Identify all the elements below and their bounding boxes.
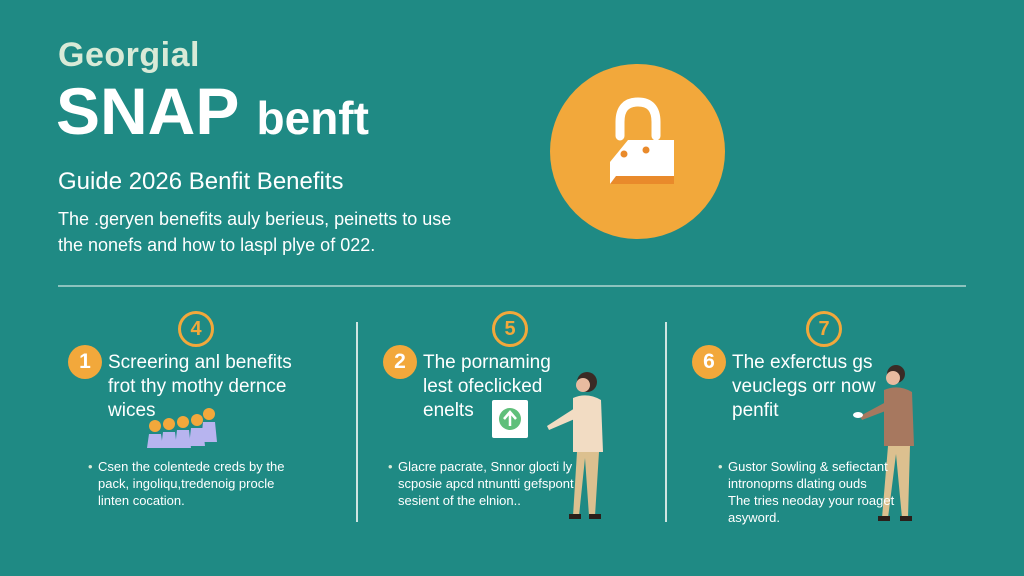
column-1-bullet-line: pack, ingoliqu,tredenoig procle [98,476,275,491]
column-1-number: 4 [178,311,214,347]
subtitle: Guide 2026 Benfit Benefits [58,168,344,195]
column-3-bullet-line: intronoprns dlating ouds [728,476,867,491]
column-2-badge: 2 [383,345,417,379]
hero-circle [550,64,725,239]
people-group-icon [145,404,225,455]
column-1-bullet: • Csen the colentede creds by the pack, i… [88,458,284,509]
column-2-title-line: lest ofeclicked [423,376,543,397]
padlock-tag-icon [610,97,674,184]
intro-line-1: The .geryen benefits auly berieus, peine… [58,209,452,229]
page-title: SNAP benft [56,78,369,144]
column-1-bullet-line: Csen the colentede creds by the [98,459,285,474]
eyebrow-title: Georgial [58,36,200,74]
column-3-number: 7 [806,311,842,347]
recycle-symbol [499,408,521,430]
column-2-number: 5 [492,311,528,347]
title-tail: benft [256,92,369,144]
column-1-title-line: Screering anl benefits [108,352,292,373]
column-1-title-line: wices [108,400,156,421]
column-2-bullet-line: scposie apcd ntnuntti gefspont [398,476,574,491]
person-illustration-2 [852,362,922,533]
column-3-bullet-line: The tries neoday your roaget [728,493,895,508]
column-3-bullet-line: asyword. [728,510,781,525]
column-2-bullet: • Glacre pacrate, Snnor glocti ly scposie… [388,458,574,509]
column-3-title-line: The exferctus gs [732,352,873,373]
column-3-title: The exferctus gs veuclegs orr now penfit [732,351,876,423]
recycle-card-icon [492,400,528,438]
column-2-bullet-line: Glacre pacrate, Snnor glocti ly [398,459,573,474]
column-divider-2 [665,322,667,522]
column-3-bullet-line: Gustor Sowling & sefiectant [728,459,888,474]
intro-line-2: the nonefs and how to laspl plye of 022. [58,235,376,255]
column-3-title-line: veuclegs orr now [732,376,876,397]
column-2-bullet-line: sesient of the elnion.. [398,493,521,508]
column-1-title: Screering anl benefits frot thy mothy de… [108,351,292,423]
column-2-title-line: The pornaming [423,352,551,373]
column-divider-1 [356,322,358,522]
column-3-title-line: penfit [732,400,779,421]
title-main: SNAP [56,74,239,148]
column-3-badge: 6 [692,345,726,379]
intro-text: The .geryen benefits auly berieus, peine… [58,206,498,258]
bullet-dot-icon: • [88,459,93,474]
section-divider [58,285,966,287]
column-1-bullet-line: linten cocation. [98,493,185,508]
person-illustration-1 [545,368,615,529]
bullet-dot-icon: • [718,459,723,474]
column-2-title-line: enelts [423,400,474,421]
people-group-illustration [147,408,217,448]
bullet-dot-icon: • [388,459,393,474]
column-1-badge: 1 [68,345,102,379]
column-2-title: The pornaming lest ofeclicked enelts [423,351,551,423]
column-3-bullet: • Gustor Sowling & sefiectant intronoprns… [718,458,894,526]
column-1-title-line: frot thy mothy dernce [108,376,287,397]
